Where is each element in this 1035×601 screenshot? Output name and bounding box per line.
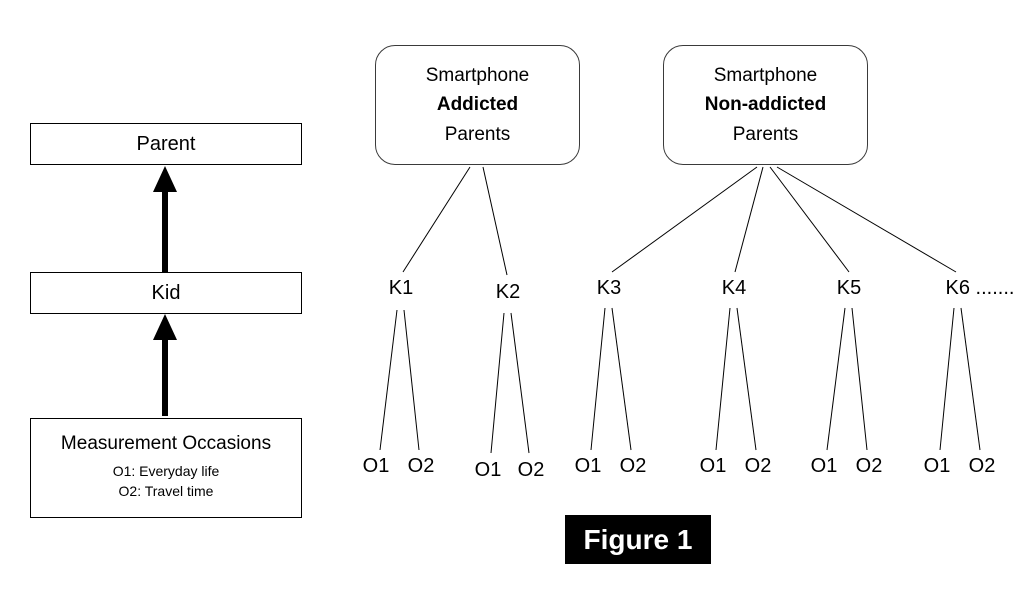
measurement-title: Measurement Occasions <box>60 433 272 454</box>
occasion-label-k2-o2: O2 <box>517 459 545 481</box>
occasion-label-k3-o1: O1 <box>574 455 602 477</box>
occasion-label-k4-o2: O2 <box>744 455 772 477</box>
occasion-label-k2-o1: O1 <box>474 459 502 481</box>
occasion-label-k5-o2: O2 <box>855 455 883 477</box>
non-addicted-branches <box>611 166 957 273</box>
addicted-branches <box>402 166 508 276</box>
occasion-label-k5-o1: O1 <box>810 455 838 477</box>
addicted-line2: Addicted <box>436 94 519 116</box>
kid-node-k2: K2 <box>495 281 521 303</box>
addicted-line1: Smartphone <box>425 64 530 86</box>
kid-node-k6: K6 ....... <box>945 277 1015 299</box>
figure-caption-text: Figure 1 <box>583 523 693 555</box>
occasion-label-k1-o2: O2 <box>407 455 435 477</box>
non-addicted-line3: Parents <box>732 123 799 145</box>
occasion-label-k6-o2: O2 <box>968 455 996 477</box>
kid-label: Kid <box>151 281 181 304</box>
occasion-label-k3-o2: O2 <box>619 455 647 477</box>
occasion-label-k6-o1: O1 <box>923 455 951 477</box>
parent-box: Parent <box>30 123 302 165</box>
kid-node-k1: K1 <box>388 277 414 299</box>
occasion-label-k1-o1: O1 <box>362 455 390 477</box>
non-addicted-line1: Smartphone <box>713 64 818 86</box>
kid-box: Kid <box>30 272 302 314</box>
smartphone-non-addicted-parents-box: Smartphone Non-addicted Parents <box>663 45 868 165</box>
kid-node-k3: K3 <box>596 277 622 299</box>
kid-occasion-branches <box>379 307 981 454</box>
addicted-line3: Parents <box>444 123 511 145</box>
arrow-measurement-to-kid <box>153 314 177 416</box>
figure-caption: Figure 1 <box>565 515 711 564</box>
kid-node-k4: K4 <box>721 277 747 299</box>
measurement-item-o2: O2: Travel time <box>118 483 214 500</box>
non-addicted-line2: Non-addicted <box>704 94 827 116</box>
parent-label: Parent <box>136 132 196 155</box>
smartphone-addicted-parents-box: Smartphone Addicted Parents <box>375 45 580 165</box>
measurement-item-o1: O1: Everyday life <box>112 463 220 479</box>
occasion-label-k4-o1: O1 <box>699 455 727 477</box>
kid-node-k5: K5 <box>836 277 862 299</box>
measurement-occasions-box: Measurement Occasions O1: Everyday life … <box>30 418 302 518</box>
